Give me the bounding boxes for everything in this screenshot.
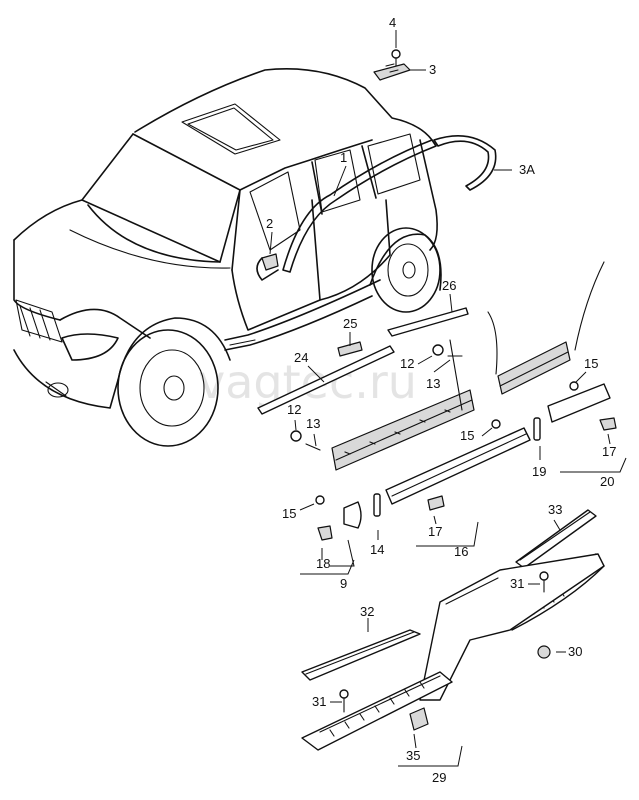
callout-1: 1 — [340, 150, 347, 165]
panel-outline — [449, 261, 605, 411]
callout-17b: 17 — [602, 444, 616, 459]
callout-31b: 31 — [312, 694, 326, 709]
callout-20: 20 — [600, 474, 614, 489]
callout-19: 19 — [532, 464, 546, 479]
callout-26: 26 — [442, 278, 456, 293]
fastener-icon — [290, 344, 579, 505]
sill-trim-32 — [301, 629, 421, 681]
clip-icon — [317, 417, 617, 541]
callout-9: 9 — [340, 576, 347, 591]
bolt-icon — [391, 49, 401, 67]
callout-17a: 17 — [428, 524, 442, 539]
callout-16: 16 — [454, 544, 468, 559]
callout-15a: 15 — [282, 506, 296, 521]
callout-31a: 31 — [510, 576, 524, 591]
roof-trim-strips — [282, 134, 497, 273]
callout-3: 3 — [429, 62, 436, 77]
screw-icon — [339, 571, 551, 713]
callout-12b: 12 — [287, 402, 301, 417]
fender-trim — [343, 501, 362, 529]
vehicle-outline — [13, 68, 442, 447]
callout-25: 25 — [343, 316, 357, 331]
callout-18: 18 — [316, 556, 330, 571]
callout-13a: 13 — [426, 376, 440, 391]
callout-13b: 13 — [306, 416, 320, 431]
rear-door-molding — [497, 341, 611, 423]
callout-15b: 15 — [460, 428, 474, 443]
door-molding-16 — [385, 427, 531, 505]
clip-35-icon — [409, 707, 429, 731]
door-clip — [261, 253, 279, 271]
strip-14 — [373, 493, 381, 517]
front-step-plate — [301, 671, 453, 751]
callout-labels: 4 3 3A 1 2 26 25 24 12 13 12 13 15 15 15… — [266, 15, 616, 785]
callout-15c: 15 — [584, 356, 598, 371]
callout-32: 32 — [360, 604, 374, 619]
front-door-molding — [331, 389, 475, 471]
callout-2: 2 — [266, 216, 273, 231]
callout-24: 24 — [294, 350, 308, 365]
trim-strip-26 — [387, 307, 469, 337]
watermark-text: vagtec.ru — [198, 355, 417, 409]
main-side-sill — [419, 553, 605, 701]
leader-lines — [269, 30, 627, 767]
callout-14: 14 — [370, 542, 384, 557]
roof-bracket — [373, 63, 411, 81]
callout-30: 30 — [568, 644, 582, 659]
trim-strip-25 — [337, 341, 363, 357]
callout-12a: 12 — [400, 356, 414, 371]
trim-strip-24 — [257, 345, 395, 415]
callout-4: 4 — [389, 15, 396, 30]
callout-29: 29 — [432, 770, 446, 785]
callout-35: 35 — [406, 748, 420, 763]
callout-3a: 3A — [519, 162, 535, 177]
callout-33: 33 — [548, 502, 562, 517]
strip-19 — [533, 417, 541, 441]
